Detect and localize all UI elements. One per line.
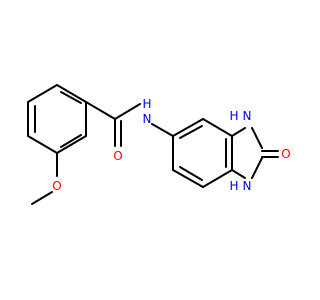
- double-bond-inner: [60, 91, 82, 104]
- bond-ring-to-nh-bottom: [231, 169, 246, 179]
- background: [0, 0, 300, 300]
- ring-bottom-hydrogen-label: H: [229, 179, 238, 193]
- bond-nitrogen-to-ring: [151, 123, 174, 137]
- double-bond-inner: [179, 166, 203, 181]
- bond: [172, 169, 204, 188]
- bond: [27, 135, 58, 154]
- amide-nh-label: N H: [142, 97, 151, 126]
- bond: [56, 84, 87, 103]
- bond: [27, 84, 58, 103]
- benzene-ring-right: [172, 118, 233, 188]
- bond: [202, 169, 233, 188]
- bond-carbonyl-to-nitrogen: [114, 103, 141, 120]
- bond-nh-top-to-carbonyl: [251, 127, 263, 149]
- carbonyl-oxygen-label: O: [113, 149, 122, 163]
- bond-oxygen-to-methyl: [31, 191, 53, 205]
- benzene-ring-left: [27, 84, 87, 154]
- bond-nh-bottom-to-carbonyl: [251, 157, 263, 179]
- molecule-structure-diagram: O O N H H N H N O: [0, 0, 300, 300]
- bond: [202, 118, 233, 137]
- double-bond-inner: [60, 134, 82, 148]
- methoxy-oxygen-label: O: [52, 179, 61, 193]
- bond: [85, 101, 116, 120]
- ring-top-nitrogen-label: N: [243, 109, 252, 123]
- ring-bottom-nitrogen-label: N: [243, 179, 252, 193]
- ring-top-hydrogen-label: H: [229, 109, 238, 123]
- bond: [172, 118, 204, 137]
- ring-nh-bottom-label: H N: [229, 179, 251, 193]
- amide-nitrogen-label: N: [143, 112, 152, 126]
- amide-hydrogen-label: H: [142, 97, 151, 111]
- bond: [56, 135, 87, 154]
- bond-ring-to-nh-top: [231, 127, 246, 137]
- double-bond-inner: [179, 125, 203, 139]
- ring-nh-top-label: H N: [229, 109, 251, 123]
- ring-oxygen-label: O: [281, 147, 290, 161]
